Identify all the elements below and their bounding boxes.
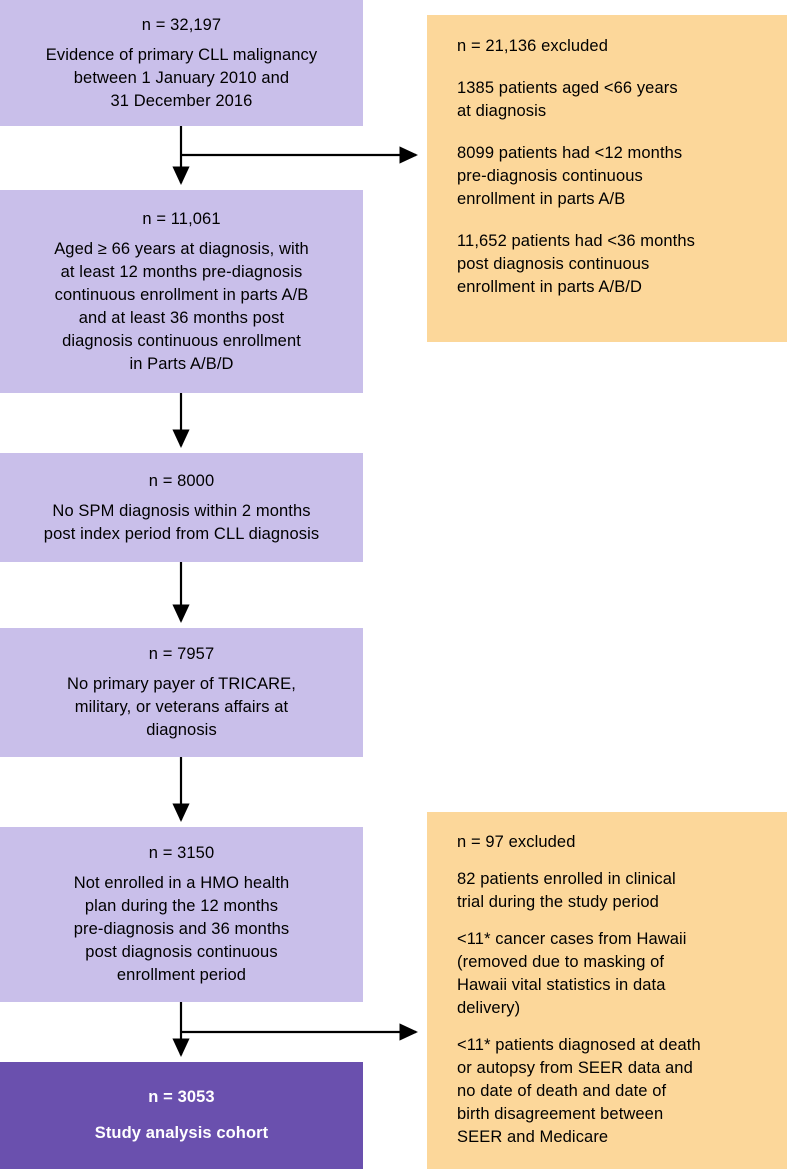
exclusion-box-1: n = 21,136 excluded 1385 patients aged <… [427,15,787,342]
stage-5-desc-line-2: plan during the 12 months [84,897,279,915]
exclusion-1-reason-2-line-3: enrollment in parts A/B [457,190,626,208]
exclusion-1-reason-1-line-1: 1385 patients aged <66 years [457,79,678,97]
final-cohort-title: Study analysis cohort [94,1124,269,1142]
stage-4-desc-line-1: No primary payer of TRICARE, [67,675,296,693]
stage-1-desc-line-3: 31 December 2016 [110,91,253,110]
stage-1-desc-line-1: Evidence of primary CLL malignancy [45,45,318,64]
stage-2-desc-line-6: in Parts A/B/D [129,354,234,373]
stage-2-desc-line-2: at least 12 months pre-diagnosis [60,262,303,281]
exclusion-1-count: n = 21,136 excluded [457,37,608,55]
stage-4-desc-line-2: military, or veterans affairs at [74,698,289,716]
stage-2-desc-line-5: diagnosis continuous enrollment [62,331,301,350]
stage-box-5: n = 3150 Not enrolled in a HMO health pl… [0,827,363,1002]
exclusion-1-reason-3-line-1: 11,652 patients had <36 months [457,232,695,250]
stage-3-desc-line-2: post index period from CLL diagnosis [43,524,320,543]
exclusion-box-2: n = 97 excluded 82 patients enrolled in … [427,812,787,1169]
stage-2-desc-line-1: Aged ≥ 66 years at diagnosis, with [54,239,309,258]
exclusion-2-reason-3: <11* patients diagnosed at death or auto… [427,1034,787,1149]
exclusion-2-reason-2-line-4: delivery) [457,999,521,1017]
exclusion-2-reason-2-line-3: Hawaii vital statistics in data [457,976,666,994]
stage-3-desc-line-1: No SPM diagnosis within 2 months [52,501,311,520]
exclusion-2-reason-1-line-2: trial during the study period [457,893,659,911]
exclusion-1-reason-2: 8099 patients had <12 months pre-diagnos… [427,142,787,211]
exclusion-2-reason-1: 82 patients enrolled in clinical trial d… [427,868,787,914]
stage-5-desc-line-1: Not enrolled in a HMO health [73,874,290,892]
stage-box-3: n = 8000 No SPM diagnosis within 2 month… [0,453,363,562]
stage-2-desc-line-4: and at least 36 months post [78,308,285,327]
stage-5-desc-line-3: pre-diagnosis and 36 months [73,920,290,938]
stage-5-desc-line-5: enrollment period [116,966,247,984]
stage-2-count: n = 11,061 [142,209,221,228]
stage-box-4: n = 7957 No primary payer of TRICARE, mi… [0,628,363,757]
stage-4-count: n = 7957 [148,645,215,663]
exclusion-1-reason-2-line-1: 8099 patients had <12 months [457,144,683,162]
exclusion-2-reason-2-line-2: (removed due to masking of [457,953,665,971]
exclusion-2-reason-3-line-4: birth disagreement between [457,1105,664,1123]
exclusion-2-reason-2: <11* cancer cases from Hawaii (removed d… [427,928,787,1020]
final-cohort-count: n = 3053 [148,1088,215,1106]
exclusion-1-reason-3-line-2: post diagnosis continuous [457,255,650,273]
exclusion-2-reason-3-line-5: SEER and Medicare [457,1128,609,1146]
stage-2-desc-line-3: continuous enrollment in parts A/B [54,285,309,304]
exclusion-1-reason-1: 1385 patients aged <66 years at diagnosi… [427,77,787,123]
stage-4-desc-line-3: diagnosis [146,721,217,739]
exclusion-2-reason-1-line-1: 82 patients enrolled in clinical [457,870,676,888]
exclusion-1-reason-1-line-2: at diagnosis [457,102,547,120]
stage-box-2: n = 11,061 Aged ≥ 66 years at diagnosis,… [0,190,363,393]
exclusion-2-reason-3-line-3: no date of death and date of [457,1082,667,1100]
exclusion-2-reason-3-line-2: or autopsy from SEER data and [457,1059,693,1077]
stage-5-desc-line-4: post diagnosis continuous [85,943,278,961]
stage-3-count: n = 8000 [148,471,215,490]
exclusion-1-reason-2-line-2: pre-diagnosis continuous [457,167,643,185]
stage-5-count: n = 3150 [148,844,215,862]
stage-1-count: n = 32,197 [141,15,222,34]
exclusion-2-count: n = 97 excluded [457,833,576,851]
exclusion-2-reason-2-line-1: <11* cancer cases from Hawaii [457,930,687,948]
exclusion-2-reason-3-line-1: <11* patients diagnosed at death [457,1036,701,1054]
stage-box-1: n = 32,197 Evidence of primary CLL malig… [0,0,363,126]
exclusion-1-reason-3-line-3: enrollment in parts A/B/D [457,278,642,296]
stage-1-desc-line-2: between 1 January 2010 and [73,68,290,87]
final-cohort-box: n = 3053 Study analysis cohort [0,1062,363,1169]
exclusion-1-reason-3: 11,652 patients had <36 months post diag… [427,230,787,299]
